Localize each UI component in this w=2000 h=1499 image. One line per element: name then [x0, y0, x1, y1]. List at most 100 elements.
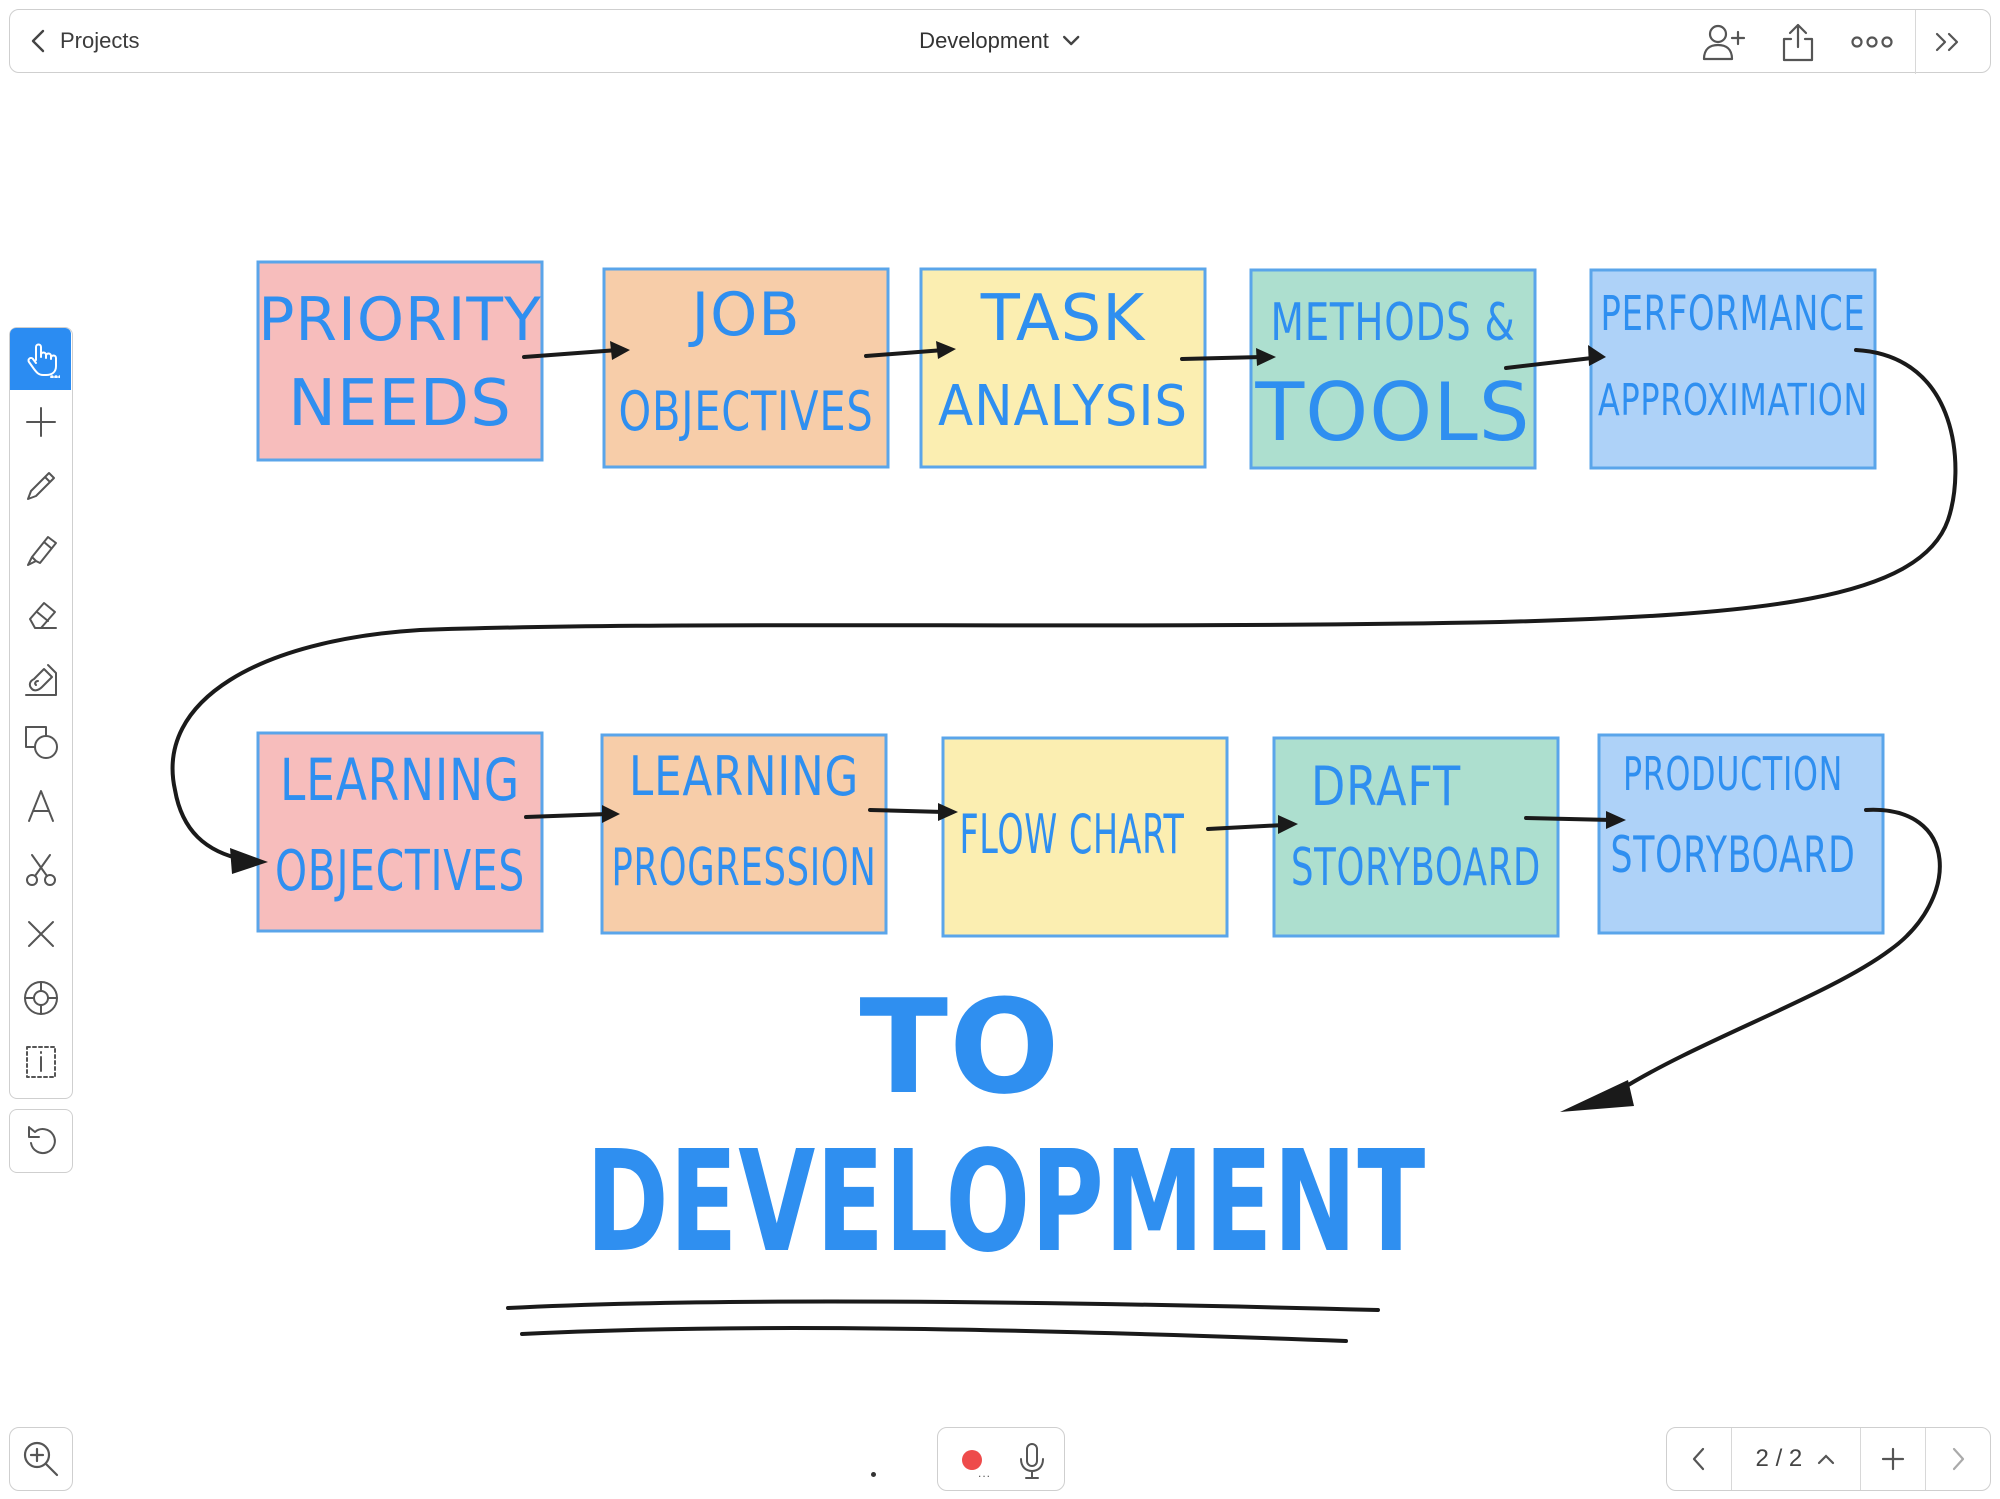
document-title-menu[interactable]: Development — [919, 24, 1081, 58]
collapse-panel-button[interactable] — [1920, 18, 1976, 66]
shapes-icon — [24, 726, 58, 759]
eraser-tool[interactable] — [10, 584, 71, 644]
card-label-line: METHODS & — [1271, 293, 1516, 353]
add-user-icon — [1702, 24, 1745, 61]
row-2 — [256, 731, 1885, 938]
card-labels: PRIORITY NEEDS JOB OBJECTIVES TASK ANALY… — [258, 280, 1867, 904]
recorder-panel: ... — [937, 1427, 1065, 1491]
divider — [1914, 10, 1916, 74]
arrow-connector — [864, 348, 946, 358]
microphone-icon — [1020, 1443, 1044, 1479]
share-button[interactable] — [1761, 18, 1835, 66]
card-label-line: ANALYSIS — [938, 374, 1188, 439]
record-button[interactable] — [962, 1450, 982, 1470]
scissors-icon — [25, 854, 56, 886]
card-label-line: JOB — [687, 280, 800, 350]
arrowhead — [1588, 345, 1606, 366]
card-flow-chart — [941, 736, 1229, 938]
arrowhead — [230, 848, 268, 874]
card-label-line: FLOW CHART — [960, 803, 1185, 866]
card-learning-progression — [600, 733, 888, 935]
paint-bucket-icon — [24, 664, 57, 696]
card-job-objectives — [602, 267, 890, 469]
top-bar: Projects Development — [9, 9, 1991, 74]
undo-button[interactable] — [9, 1109, 73, 1173]
arrow-connector — [1504, 356, 1594, 370]
arrow-connector — [868, 808, 946, 814]
document-title: Development — [919, 28, 1049, 53]
more-icon — [1850, 36, 1893, 48]
chevron-left-icon — [31, 29, 45, 53]
arrowhead — [610, 341, 630, 360]
hand-select-tool[interactable] — [10, 328, 71, 390]
shapes-tool[interactable] — [10, 712, 71, 772]
fill-tool[interactable] — [10, 648, 71, 708]
delete-tool[interactable] — [10, 904, 71, 964]
page-dot — [871, 1472, 876, 1477]
text-icon — [27, 790, 54, 822]
arrow-connector — [1180, 355, 1264, 361]
card-label-line: TOOLS — [1254, 366, 1530, 459]
highlighter-icon — [26, 536, 57, 566]
card-label-line: PRIORITY — [258, 285, 541, 355]
add-page-button[interactable] — [1861, 1428, 1925, 1490]
card-label-line: STORYBOARD — [1611, 826, 1856, 884]
card-production-storyboard — [1597, 733, 1885, 935]
next-page-button[interactable] — [1926, 1428, 1990, 1490]
arrow-connector — [522, 348, 620, 359]
connector-arrows — [170, 348, 1958, 1092]
chevron-left-icon — [1692, 1447, 1704, 1471]
previous-page-button[interactable] — [1667, 1428, 1731, 1490]
card-methods-tools — [1249, 268, 1537, 470]
collapse-panel-icon — [1935, 32, 1959, 52]
zoom-button[interactable] — [9, 1427, 73, 1491]
card-label-line: LEARNING — [629, 745, 859, 808]
microphone-button[interactable] — [1016, 1442, 1048, 1480]
card-label-line: PROGRESSION — [612, 838, 877, 898]
more-options-button[interactable] — [1835, 18, 1909, 66]
text-frame-icon — [25, 1046, 56, 1078]
laser-pointer-tool[interactable] — [10, 968, 71, 1028]
hand-pointer-icon — [27, 343, 60, 378]
back-to-projects-button[interactable]: Projects — [28, 24, 139, 58]
scissors-tool[interactable] — [10, 840, 71, 900]
card-label-line: DRAFT — [1311, 755, 1461, 818]
connector-curve — [1618, 807, 1942, 1092]
text-frame-tool[interactable] — [10, 1032, 71, 1092]
arrow-connector — [524, 812, 610, 819]
add-collaborator-button[interactable] — [1687, 18, 1761, 66]
recorder-more[interactable]: ... — [978, 1466, 992, 1480]
arrowhead — [936, 341, 956, 359]
pencil-icon — [26, 472, 55, 500]
text-tool[interactable] — [10, 776, 71, 836]
arrowheads — [230, 341, 1634, 1112]
plus-icon — [1881, 1447, 1905, 1471]
arrowhead — [602, 805, 620, 823]
arrowhead — [1278, 815, 1298, 834]
card-label-line: TASK — [980, 282, 1147, 356]
crosshair-icon — [23, 981, 58, 1015]
chevron-down-icon — [1062, 35, 1080, 46]
card-label-line: OBJECTIVES — [275, 839, 525, 904]
pencil-tool[interactable] — [10, 456, 71, 516]
divider — [1859, 1428, 1862, 1490]
heading-underline — [506, 1299, 1380, 1343]
tool-palette — [9, 327, 73, 1099]
page-navigator: 2 / 2 — [1666, 1427, 1991, 1491]
page-selector[interactable]: 2 / 2 — [1732, 1428, 1859, 1490]
connector-curve — [170, 348, 1958, 862]
arrow-connector — [1524, 816, 1614, 822]
card-label-line: NEEDS — [288, 367, 512, 441]
chevron-right-icon — [1953, 1447, 1965, 1471]
arrowhead — [1256, 348, 1276, 366]
arrowhead — [1606, 811, 1626, 829]
card-draft-storyboard — [1272, 736, 1560, 938]
highlighter-tool[interactable] — [10, 520, 71, 580]
card-performance-approximation — [1589, 268, 1877, 470]
back-label: Projects — [60, 28, 140, 53]
add-tool[interactable] — [10, 392, 71, 452]
divider — [1730, 1428, 1733, 1490]
arrowhead — [938, 803, 958, 821]
close-icon — [27, 921, 54, 947]
